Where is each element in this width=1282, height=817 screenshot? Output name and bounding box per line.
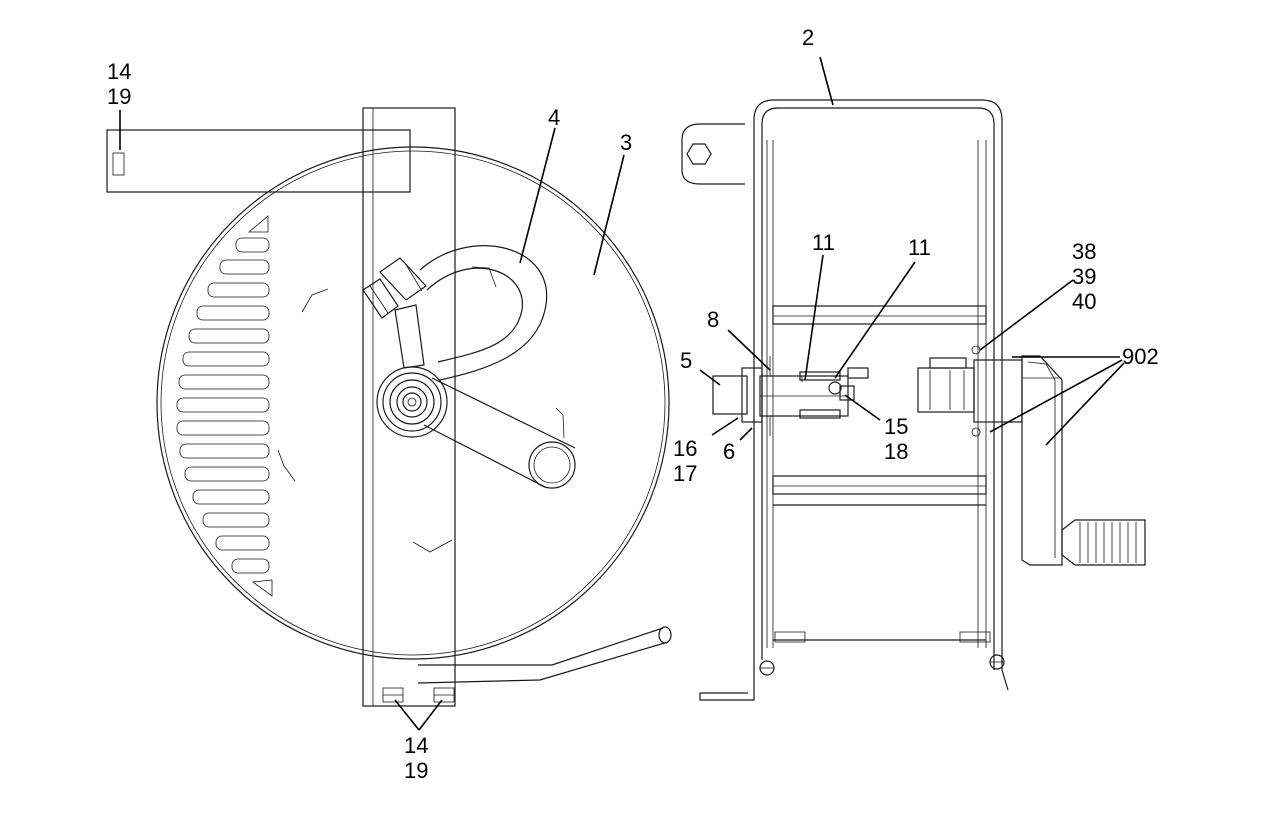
disc-slots <box>176 215 273 597</box>
label-2: 2 <box>802 25 814 50</box>
label-19-bottom: 19 <box>404 758 428 783</box>
label-39: 39 <box>1072 264 1096 289</box>
label-17: 17 <box>673 461 697 486</box>
label-5: 5 <box>680 348 692 373</box>
label-4: 4 <box>548 105 560 130</box>
reel-hub <box>376 366 448 438</box>
crank-arm <box>423 377 576 488</box>
label-902: 902 <box>1122 344 1159 369</box>
reel-disc <box>156 146 670 660</box>
label-11-left: 11 <box>812 230 835 255</box>
label-19-top: 19 <box>107 84 131 109</box>
mounting-plate <box>362 107 456 707</box>
label-14-bottom: 14 <box>404 733 428 758</box>
label-11-right: 11 <box>908 235 931 260</box>
bottom-tube <box>418 627 664 666</box>
hose-coupling <box>362 257 427 369</box>
label-15: 15 <box>884 414 908 439</box>
frame <box>753 99 1003 670</box>
label-18: 18 <box>884 439 908 464</box>
right-hub <box>917 345 1023 437</box>
crank-housing <box>1021 355 1063 566</box>
top-bracket <box>106 129 411 193</box>
part-labels: 14 19 4 3 2 11 11 8 5 16 17 6 15 18 38 3… <box>107 25 1159 783</box>
label-38: 38 <box>1072 239 1096 264</box>
hose-loop <box>419 245 548 381</box>
label-8: 8 <box>707 307 719 332</box>
crank-knob <box>1061 519 1146 566</box>
axle-assembly <box>712 356 869 436</box>
side-view <box>681 99 1146 701</box>
front-view <box>106 107 672 707</box>
label-40: 40 <box>1072 289 1096 314</box>
label-16: 16 <box>673 436 697 461</box>
mount-tab <box>681 123 745 185</box>
crank-handle <box>528 441 576 489</box>
label-3: 3 <box>620 130 632 155</box>
label-6: 6 <box>723 439 735 464</box>
label-14-top: 14 <box>107 59 131 84</box>
leader-lines <box>119 56 1125 731</box>
